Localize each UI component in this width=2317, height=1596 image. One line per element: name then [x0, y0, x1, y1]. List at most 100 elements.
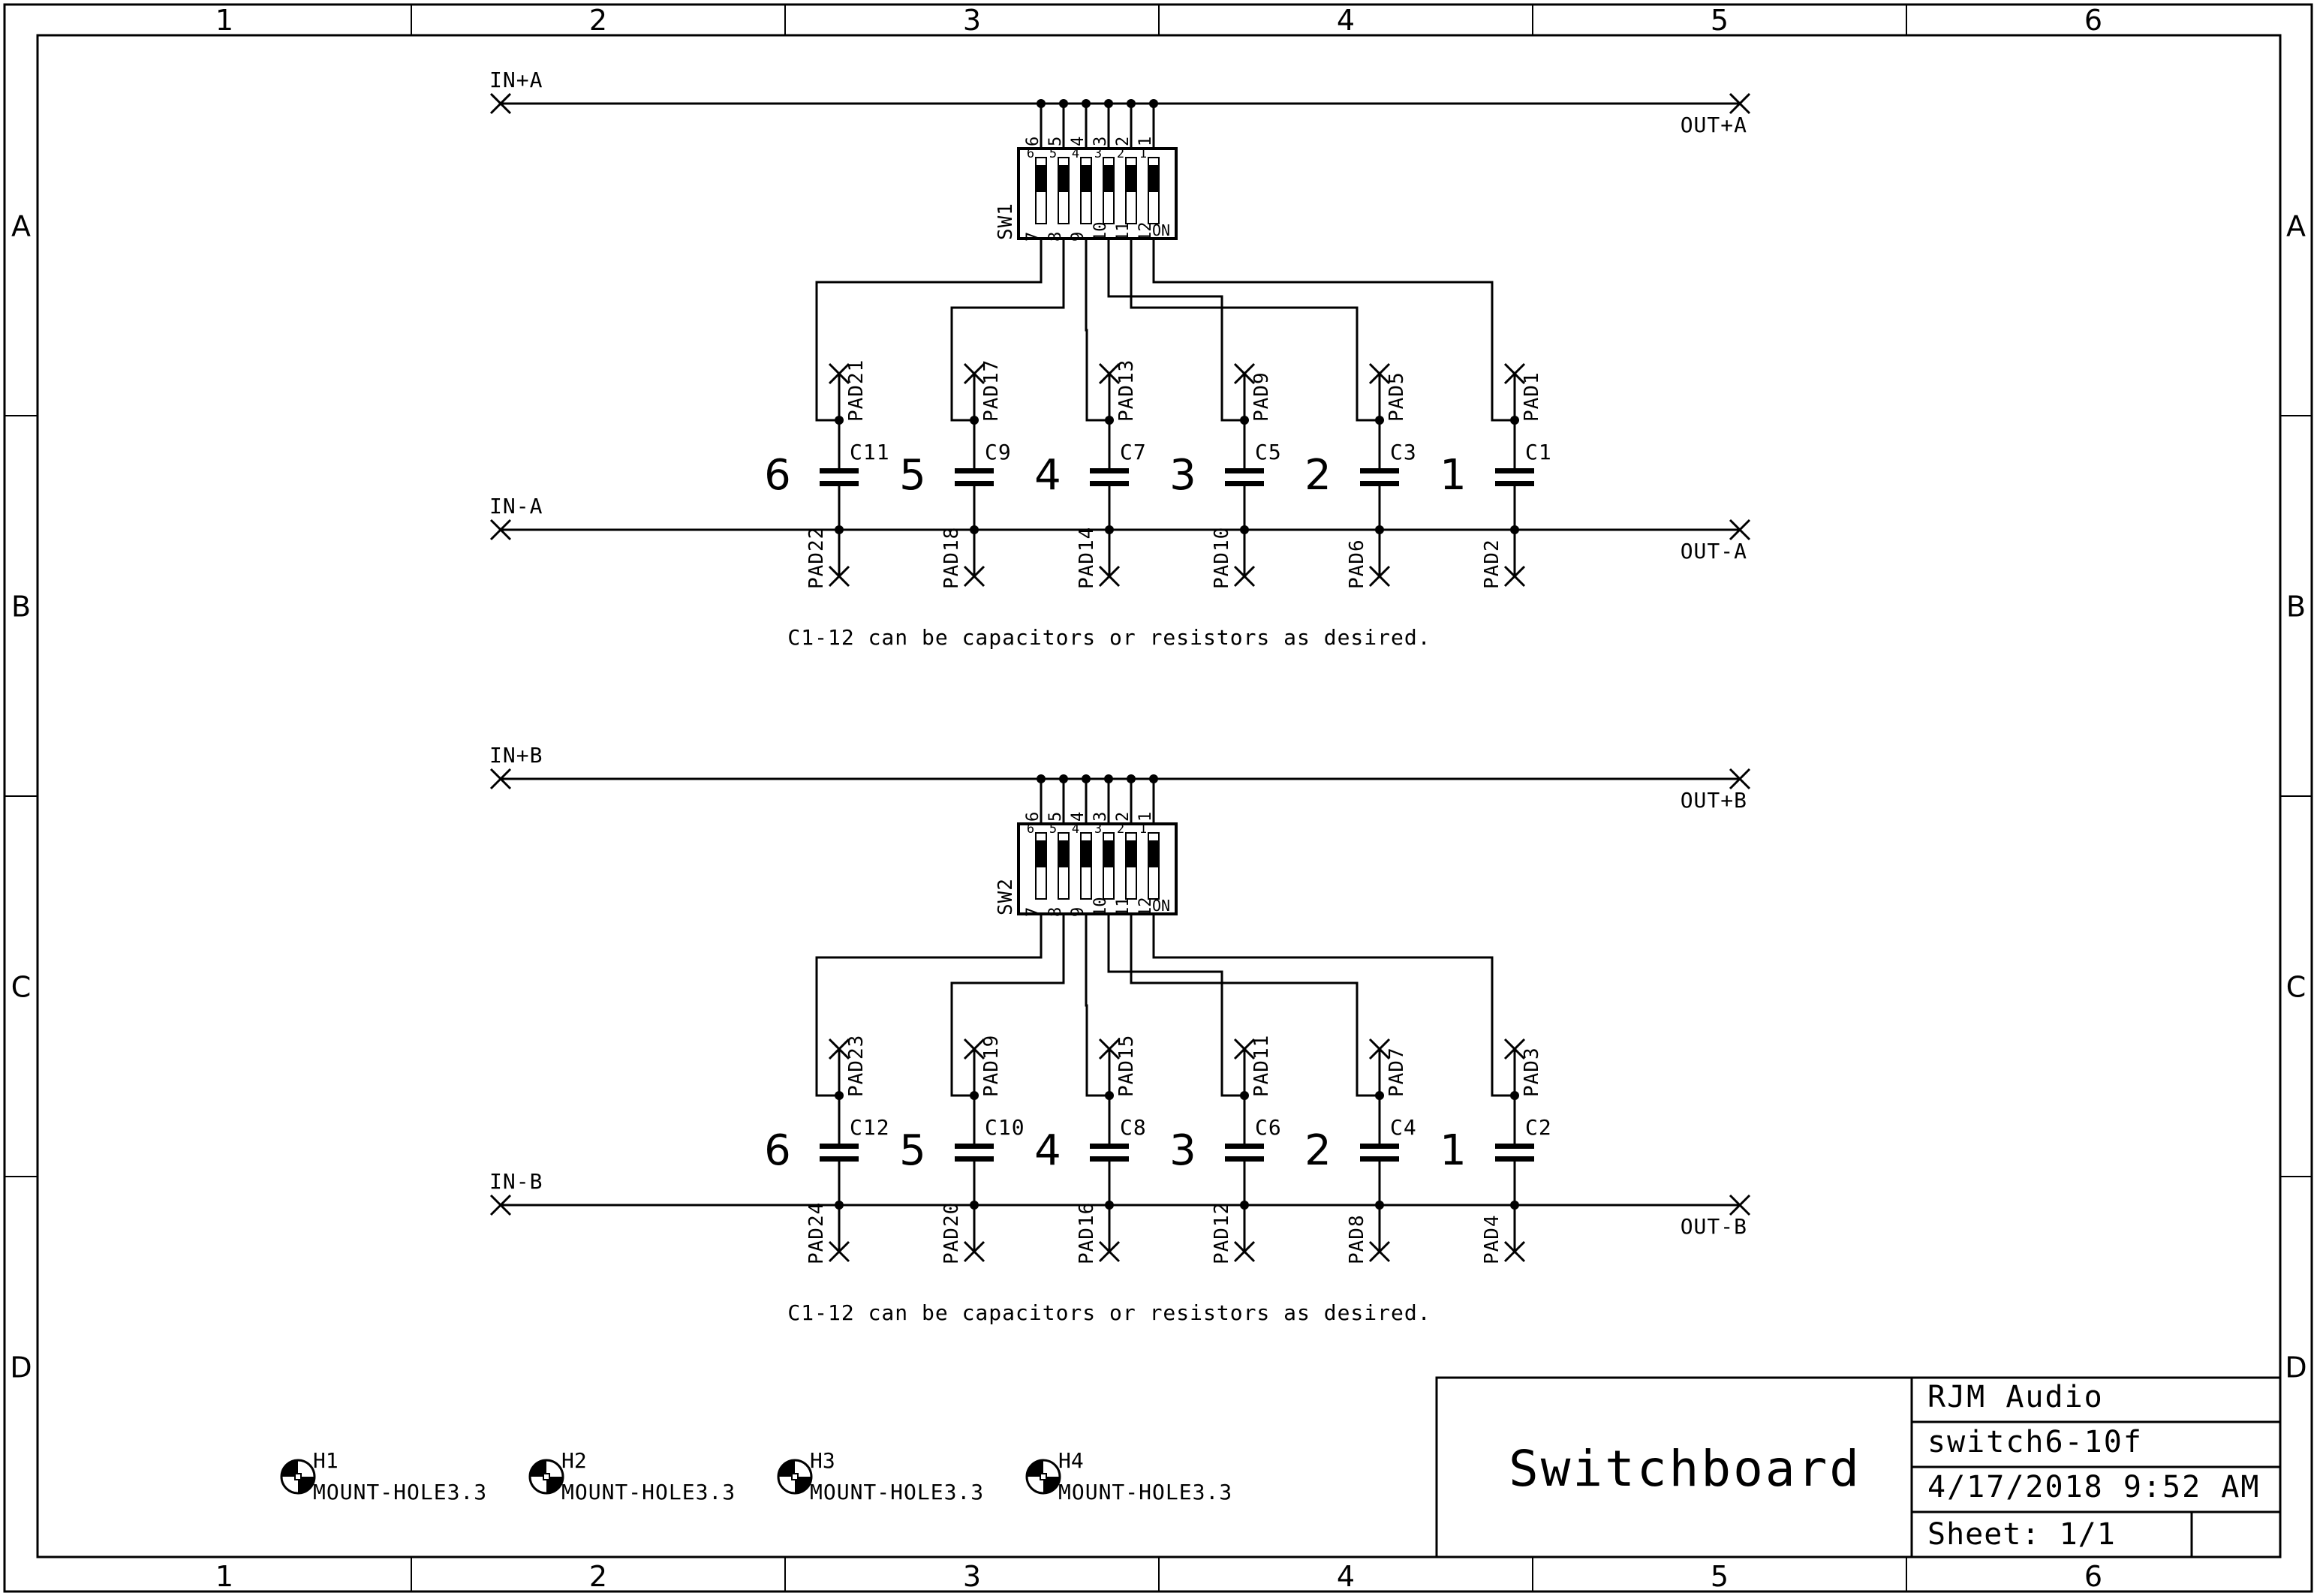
out-minus-label: OUT-A — [1681, 539, 1747, 564]
position-number: 6 — [764, 1126, 791, 1175]
switch-toggle-slot — [1103, 157, 1115, 224]
mount-holes: H1MOUNT-HOLE3.3H2MOUNT-HOLE3.3H3MOUNT-HO… — [280, 1448, 1232, 1504]
top-pad-label: PAD17 — [980, 359, 1003, 422]
position-number: 1 — [1440, 1126, 1467, 1175]
column-label-top: 6 — [2084, 4, 2102, 37]
switch-toggle-slot — [1080, 157, 1092, 224]
junction-dot — [835, 1091, 844, 1100]
switch-designator: SW1 — [995, 203, 1017, 240]
column-label-bottom: 3 — [963, 1560, 981, 1593]
capacitor-plate — [1495, 481, 1534, 486]
switch-toggle-slot — [1080, 832, 1092, 900]
connector-x-stroke — [1098, 1240, 1121, 1263]
in-minus-label: IN-B — [489, 1169, 543, 1194]
junction-dot — [1105, 416, 1114, 425]
switch-toggle-number: 4 — [1072, 146, 1079, 161]
column-label-bottom: 5 — [1711, 1560, 1729, 1593]
junction-dot — [1105, 1091, 1114, 1100]
switch-top-pin-number: 5 — [1046, 812, 1065, 822]
switch-route-wire — [1130, 254, 1380, 422]
capacitor-plate — [1360, 1156, 1399, 1162]
capacitor-plate — [1495, 1156, 1534, 1162]
capacitor-plate — [1225, 468, 1264, 473]
row-label-right: D — [2285, 1351, 2306, 1384]
switch-designator: SW2 — [995, 878, 1017, 915]
junction-dot — [1510, 416, 1519, 425]
switch-bottom-pin-number: 7 — [1024, 232, 1043, 242]
switch-bottom-pin-number: 11 — [1114, 222, 1133, 242]
switch-toggle-slot — [1125, 832, 1137, 900]
switch-toggle-number: 3 — [1094, 822, 1102, 837]
switch-toggle-number: 2 — [1117, 822, 1124, 837]
capacitor-plate — [820, 481, 859, 486]
switch-toggle-slot — [1058, 157, 1070, 224]
top-pad-label: PAD11 — [1250, 1035, 1273, 1097]
column-label-bottom: 2 — [589, 1560, 607, 1593]
capacitor-plate — [955, 481, 994, 486]
capacitor-plate — [1225, 481, 1264, 486]
switch-toggle-number: 4 — [1072, 822, 1079, 837]
top-pad-label: PAD1 — [1521, 371, 1543, 422]
bottom-pad-label: PAD18 — [940, 527, 963, 589]
capacitor-plate — [1090, 481, 1129, 486]
mount-hole-value: MOUNT-HOLE3.3 — [810, 1480, 984, 1504]
bottom-pad-label: PAD14 — [1076, 527, 1098, 589]
switch-top-pin-number: 5 — [1046, 137, 1065, 146]
connector-x-stroke — [963, 565, 985, 588]
connector-x-stroke — [1503, 1240, 1526, 1263]
capacitor-plate — [955, 468, 994, 473]
column-label-top: 2 — [589, 4, 607, 37]
title-block — [1435, 1376, 2282, 1558]
capacitor-designator: C9 — [985, 440, 1012, 464]
capacitor-plate — [1225, 1156, 1264, 1162]
row-label-right: C — [2286, 971, 2306, 1004]
capacitor-plate — [1360, 481, 1399, 486]
bottom-pad-label: PAD8 — [1346, 1214, 1368, 1264]
switch-toggle-slot — [1035, 157, 1047, 224]
top-pad-label: PAD9 — [1250, 371, 1273, 422]
switch-toggle-number: 3 — [1094, 146, 1102, 161]
connector-x-stroke — [828, 1240, 850, 1263]
connector-x-stroke — [1368, 1240, 1391, 1263]
switch-top-pin-number: 1 — [1136, 137, 1155, 146]
in-plus-label: IN+A — [489, 68, 543, 92]
row-label-left: A — [11, 210, 31, 243]
circuit-note: C1-12 can be capacitors or resistors as … — [787, 625, 1431, 650]
bottom-pad-label: PAD10 — [1211, 527, 1233, 589]
switch-toggle-knob — [1127, 840, 1136, 867]
switch-top-pin-number: 3 — [1091, 137, 1110, 146]
title-block-datetime: 4/17/2018 9:52 AM — [1927, 1470, 2260, 1504]
mount-hole-quadrant — [778, 1460, 795, 1477]
bottom-pad-x-mark — [963, 565, 985, 588]
bottom-pad-x-mark — [1098, 565, 1121, 588]
switch-toggle-knob — [1037, 840, 1046, 867]
position-number: 5 — [899, 451, 926, 500]
switch-route-wire — [815, 929, 1043, 1097]
switch-top-pin-number: 2 — [1114, 812, 1133, 822]
junction-dot — [970, 416, 979, 425]
column-label-top: 5 — [1711, 4, 1729, 37]
switch-route-wire — [1085, 929, 1109, 1097]
mount-hole-name: H1 — [313, 1448, 339, 1473]
mount-hole-quadrant — [1027, 1460, 1043, 1477]
switch-bottom-pin-number: 9 — [1069, 907, 1088, 917]
position-number: 5 — [899, 1126, 926, 1175]
switch-route-wire — [1152, 254, 1515, 422]
switch-toggle-knob — [1059, 840, 1068, 867]
switch-toggle-knob — [1059, 165, 1068, 192]
bottom-pad-x-mark — [828, 1240, 850, 1263]
switch-top-pin-number: 4 — [1069, 137, 1088, 146]
bottom-pad-label: PAD4 — [1481, 1214, 1503, 1264]
switch-route-wire — [1085, 254, 1109, 422]
bottom-pad-x-mark — [1503, 565, 1526, 588]
row-label-left: C — [11, 971, 32, 1004]
capacitor-designator: C1 — [1525, 440, 1552, 464]
